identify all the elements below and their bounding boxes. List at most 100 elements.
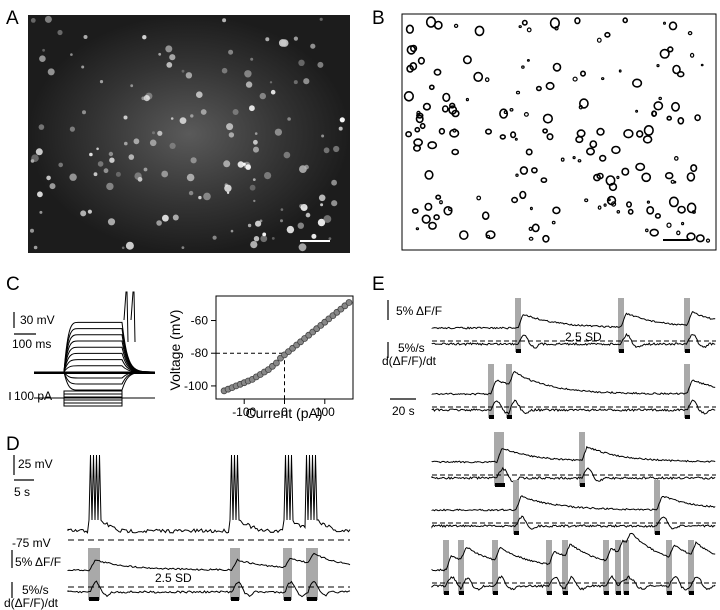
cell-contour bbox=[412, 144, 421, 152]
cell-contour bbox=[526, 27, 532, 33]
cell-contour bbox=[509, 108, 514, 112]
x-tick-label: 100 bbox=[315, 405, 335, 419]
cell-contour bbox=[448, 105, 458, 115]
cell-contour bbox=[668, 21, 678, 31]
cell-contour bbox=[676, 230, 681, 236]
cell-contour bbox=[421, 214, 431, 224]
cell-spot bbox=[115, 171, 121, 177]
cell-contour bbox=[584, 198, 589, 203]
cell-spot bbox=[37, 191, 43, 198]
cell-spot bbox=[338, 126, 343, 131]
cell-contour bbox=[509, 131, 517, 139]
cell-trace-row bbox=[431, 432, 716, 487]
cell-contour bbox=[433, 68, 442, 76]
event-dot bbox=[89, 597, 99, 601]
cell-contour bbox=[435, 194, 442, 200]
cell-contour bbox=[542, 128, 548, 134]
cell-spot bbox=[156, 220, 162, 226]
x-tick-label: -100 bbox=[232, 405, 256, 419]
event-dot bbox=[619, 349, 624, 353]
cell-contour bbox=[579, 98, 589, 109]
cell-spot bbox=[252, 178, 256, 182]
cell-contour bbox=[503, 110, 508, 115]
event-marker bbox=[666, 540, 672, 594]
cell-spot bbox=[293, 36, 298, 41]
cell-contour bbox=[414, 126, 421, 133]
cell-spot bbox=[255, 220, 262, 227]
deriv-trace bbox=[431, 399, 716, 416]
cell-contour bbox=[411, 208, 419, 214]
cell-contour bbox=[448, 207, 453, 212]
cell-contour bbox=[672, 64, 681, 75]
cell-spot bbox=[181, 246, 185, 250]
cell-contour bbox=[677, 205, 686, 214]
cell-spot bbox=[247, 223, 252, 228]
event-dot bbox=[307, 597, 317, 601]
deriv-trace bbox=[431, 515, 716, 530]
cell-spot bbox=[293, 80, 298, 85]
cell-spot bbox=[128, 154, 135, 160]
cell-spot bbox=[221, 67, 228, 74]
scale-voltage-label: 30 mV bbox=[20, 313, 55, 327]
cell-spot bbox=[224, 183, 228, 187]
cell-trace-row bbox=[431, 480, 716, 535]
cell-contour bbox=[618, 69, 622, 73]
cell-spot bbox=[226, 123, 234, 131]
event-marker bbox=[654, 480, 660, 534]
cell-spot bbox=[250, 241, 258, 249]
panel-label-c: C bbox=[6, 274, 20, 295]
cell-spot bbox=[169, 142, 176, 149]
event-marker bbox=[513, 480, 519, 534]
cell-contour bbox=[535, 85, 542, 92]
baseline-label: -75 mV bbox=[12, 536, 51, 550]
contour-map bbox=[401, 13, 717, 251]
cell-contour bbox=[616, 175, 620, 180]
cell-spot bbox=[123, 115, 128, 120]
cell-contour bbox=[574, 17, 581, 25]
cell-contour bbox=[673, 180, 677, 184]
cell-spot bbox=[280, 208, 284, 211]
cell-contour bbox=[499, 134, 506, 140]
cell-contour bbox=[439, 200, 443, 205]
event-dot bbox=[231, 597, 239, 601]
cell-spot bbox=[108, 151, 114, 157]
cell-spot bbox=[245, 81, 253, 88]
cell-contour bbox=[476, 195, 482, 201]
event-dot bbox=[507, 415, 512, 419]
cell-spot bbox=[89, 152, 93, 157]
deriv-trace bbox=[431, 332, 716, 349]
step-trace bbox=[34, 352, 156, 373]
cell-contour bbox=[695, 234, 705, 243]
event-dot bbox=[516, 349, 521, 353]
cell-spot bbox=[33, 245, 38, 250]
cell-spot bbox=[228, 49, 234, 55]
cell-spot bbox=[143, 167, 148, 172]
event-marker bbox=[562, 540, 568, 594]
cell-spot bbox=[30, 228, 34, 233]
cell-contour bbox=[598, 154, 607, 162]
cell-contour bbox=[428, 84, 435, 91]
cell-spot bbox=[333, 145, 340, 153]
cell-contour bbox=[403, 91, 415, 102]
cell-spot bbox=[303, 78, 310, 85]
cell-spot bbox=[162, 214, 169, 222]
cell-spot bbox=[141, 96, 145, 101]
current-step bbox=[63, 396, 123, 398]
cell-contour bbox=[526, 59, 530, 62]
cell-spot bbox=[331, 179, 337, 186]
event-dot bbox=[493, 591, 498, 595]
cell-contour bbox=[546, 133, 554, 141]
cell-spot bbox=[321, 134, 325, 138]
cell-contour bbox=[643, 124, 654, 136]
cell-contour bbox=[689, 52, 695, 58]
event-dot bbox=[689, 591, 694, 595]
event-marker bbox=[458, 540, 464, 594]
cell-contour bbox=[529, 206, 533, 211]
event-marker bbox=[492, 540, 498, 594]
cell-spot bbox=[212, 235, 217, 240]
cell-contour bbox=[653, 101, 664, 111]
cell-spot bbox=[165, 45, 173, 53]
cell-spot bbox=[323, 147, 330, 154]
cell-spot bbox=[106, 182, 114, 191]
cell-contour bbox=[616, 210, 621, 214]
